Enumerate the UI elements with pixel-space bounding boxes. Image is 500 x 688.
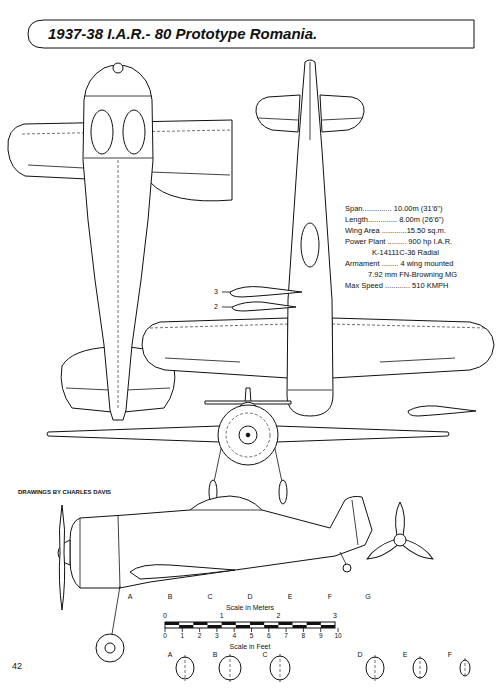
scale-check [250, 622, 264, 625]
spec-line: Max Speed ............ 510 KMPH [345, 282, 448, 290]
station-letter: B [168, 593, 173, 600]
station-letter: A [128, 593, 133, 600]
scale-tick [268, 628, 269, 632]
station-letter: E [288, 593, 293, 600]
section-letter: B [213, 651, 218, 658]
credit: DRAWINGS BY CHARLES DAVIS [18, 489, 111, 495]
scale-tick [234, 628, 235, 632]
scale-check [236, 625, 250, 628]
side-view [58, 496, 372, 662]
scale-tick [338, 628, 339, 632]
spec-line: K-14111C-36 Radial [372, 249, 439, 257]
scale-check [193, 622, 207, 625]
scale-check [179, 625, 193, 628]
scale-number: 2 [198, 633, 202, 640]
scale-check [293, 625, 307, 628]
station-letter: C [207, 593, 212, 600]
page-number: 42 [12, 662, 22, 671]
scale-number: 3 [333, 612, 337, 619]
airfoil-section [222, 287, 476, 416]
section-letter: D [357, 651, 362, 658]
scale-tick [303, 628, 304, 632]
propeller-view [365, 502, 435, 563]
section-letter: F [448, 651, 452, 658]
scale-number: 7 [284, 633, 288, 640]
section-letter: C [262, 651, 267, 658]
spec-line: Length.............. 8.00m (26'6") [345, 216, 444, 224]
scale-tick [286, 628, 287, 632]
callout-number: 3 [214, 288, 218, 295]
station-letter: D [247, 593, 252, 600]
front-view [47, 388, 449, 504]
scale-number: 8 [302, 633, 306, 640]
scale-number: 3 [215, 633, 219, 640]
section-letter: A [168, 651, 173, 658]
scale-tick [216, 628, 217, 632]
scale-check [208, 625, 222, 628]
spec-line: 7.92 mm FN-Browning MG [368, 271, 457, 279]
scale-tick [165, 628, 166, 632]
scale-check [321, 625, 335, 628]
scale-tick [320, 628, 321, 632]
scale-number: 10 [334, 633, 341, 640]
scale-check [264, 625, 278, 628]
scale-tick [182, 628, 183, 632]
scale-check [307, 622, 321, 625]
spec-line: Power Plant ......... 900 hp I.A.R. [345, 238, 452, 246]
scale-bar [165, 622, 338, 632]
scale-check [222, 622, 236, 625]
scale-number: 0 [163, 612, 167, 619]
scale-number: 5 [250, 633, 254, 640]
scale-tick [199, 628, 200, 632]
scale-number: 2 [276, 612, 280, 619]
scale-label: Scale in Meters [226, 604, 274, 611]
plan-view [142, 60, 494, 416]
scale-number: 9 [319, 633, 323, 640]
scale-check [165, 622, 179, 625]
scale-number: 6 [267, 633, 271, 640]
section-letter: E [403, 651, 408, 658]
callout-number: 2 [214, 303, 218, 310]
scale-check [278, 622, 292, 625]
spec-line: Span.............. 10.00m (31'6") [345, 205, 442, 213]
station-letter: G [365, 593, 370, 600]
scale-number: 4 [232, 633, 236, 640]
scale-label: Scale in Feet [230, 643, 271, 650]
title: 1937-38 I.A.R.- 80 Prototype Romania. [48, 26, 317, 41]
scale-number: 1 [180, 633, 184, 640]
scale-number: 1 [220, 612, 224, 619]
station-letter: F [328, 593, 332, 600]
title-banner [28, 20, 474, 48]
spec-line: Wing Area ............15.50 sq.m. [345, 227, 446, 235]
scale-number: 0 [163, 633, 167, 640]
scale-tick [251, 628, 252, 632]
spec-line: Armament ........ 4 wing mounted [345, 260, 453, 268]
cross-sections [176, 654, 470, 682]
